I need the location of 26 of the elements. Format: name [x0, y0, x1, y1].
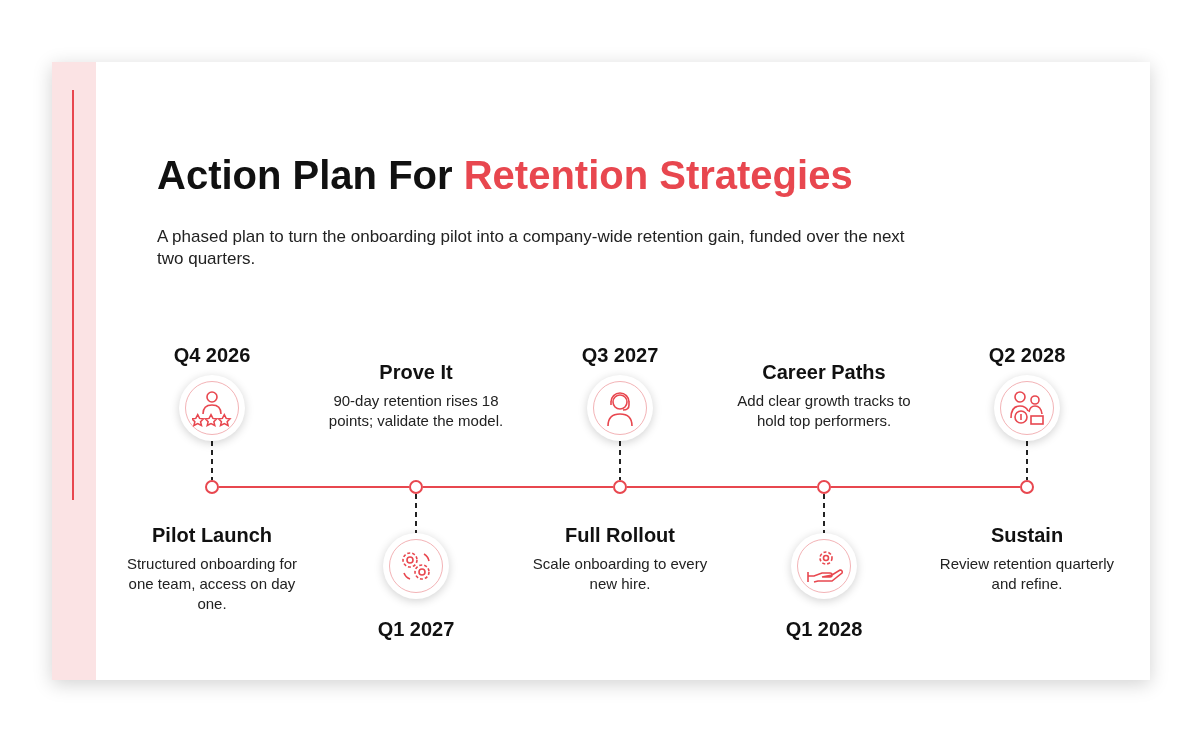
title: Action Plan For Retention Strategies: [157, 153, 853, 198]
phase-title: Sustain: [989, 524, 1065, 547]
date-label: Q2 2028: [987, 344, 1067, 367]
subtitle: A phased plan to turn the onboarding pilot into a company-wide retention gain, funded over the next two quarters.: [157, 226, 906, 270]
dashed-connector: [211, 440, 213, 481]
timeline-line: [626, 486, 818, 488]
phase-description: Review retention quarterly and refine.: [938, 554, 1116, 594]
dashed-connector: [619, 440, 621, 481]
date-label: Q3 2027: [580, 344, 660, 367]
phase-description: 90-day retention rises 18 points; validate the model.: [327, 391, 505, 431]
phase-description: Add clear growth tracks to hold top performers.: [736, 391, 912, 431]
phase-title: Full Rollout: [564, 524, 676, 547]
phase-title: Pilot Launch: [151, 524, 273, 547]
date-label: Q1 2028: [784, 618, 864, 641]
date-label: Q4 2026: [172, 344, 252, 367]
timeline-line: [422, 486, 614, 488]
timeline-line: [830, 486, 1021, 488]
phase-description: Structured onboarding for one team, access on day one.: [125, 554, 299, 614]
dashed-connector: [415, 493, 417, 534]
phase-title: Prove It: [378, 361, 454, 384]
phase-title: Career Paths: [761, 361, 887, 384]
dashed-connector: [1026, 440, 1028, 481]
timeline-line: [218, 486, 410, 488]
date-label: Q1 2027: [376, 618, 456, 641]
dashed-connector: [823, 493, 825, 534]
phase-description: Scale onboarding to every new hire.: [531, 554, 709, 594]
